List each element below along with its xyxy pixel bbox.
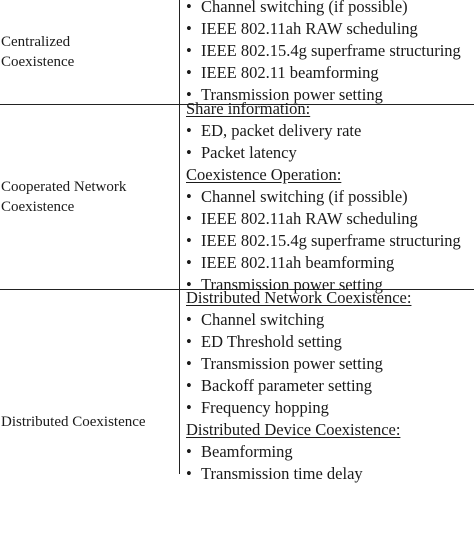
list-item: • ED, packet delivery rate <box>186 120 361 142</box>
row-label-line: Centralized <box>1 34 71 50</box>
list-item: • Frequency hopping <box>186 397 329 419</box>
list-item-text: Beamforming <box>201 442 293 461</box>
list-item: • Beamforming <box>186 441 293 463</box>
list-item-text: IEEE 802.15.4g superframe structuring <box>201 231 461 250</box>
bullet-icon: • <box>186 143 192 162</box>
list-item: • Channel switching <box>186 309 324 331</box>
section-heading: Coexistence Operation: <box>186 164 341 186</box>
row-label-cooperated: Cooperated Network Coexistence <box>0 105 178 289</box>
section-heading-text: Coexistence Operation: <box>186 165 342 184</box>
row-divider <box>0 104 474 105</box>
list-item-text: IEEE 802.11 beamforming <box>201 63 379 82</box>
bullet-icon: • <box>186 19 192 38</box>
list-item: • Backoff parameter setting <box>186 375 372 397</box>
bullet-icon: • <box>186 464 192 483</box>
row-label-distributed: Distributed Coexistence <box>0 290 178 554</box>
list-item: • Transmission power setting <box>186 84 383 106</box>
section-heading-text: Distributed Device Coexistence: <box>186 420 401 439</box>
column-divider <box>179 0 180 474</box>
row-label-line: Coexistence <box>1 54 75 70</box>
row-label-line: Coexistence <box>1 199 75 215</box>
bullet-icon: • <box>186 442 192 461</box>
list-item-text: Packet latency <box>201 143 297 162</box>
row-label-line: Distributed Coexistence <box>1 414 146 430</box>
list-item: • IEEE 802.15.4g superframe structuring <box>186 230 461 252</box>
list-item-text: IEEE 802.15.4g superframe structuring <box>201 41 461 60</box>
list-item: • IEEE 802.11ah RAW scheduling <box>186 208 418 230</box>
list-item: • Channel switching (if possible) <box>186 0 408 18</box>
row-label-line: Cooperated Network <box>1 179 127 195</box>
bullet-icon: • <box>186 398 192 417</box>
list-item-text: Channel switching (if possible) <box>201 0 408 16</box>
list-item-text: Channel switching <box>201 310 325 329</box>
row-label-centralized: Centralized Coexistence <box>0 0 178 104</box>
list-item-text: Transmission power setting <box>201 354 383 373</box>
section-heading: Distributed Device Coexistence: <box>186 419 400 441</box>
bullet-icon: • <box>186 332 192 351</box>
list-item: • Transmission power setting <box>186 353 383 375</box>
list-item: • IEEE 802.11 beamforming <box>186 62 379 84</box>
section-heading-text: Share information: <box>186 99 311 118</box>
list-item-text: Channel switching (if possible) <box>201 187 408 206</box>
bullet-icon: • <box>186 41 192 60</box>
bullet-icon: • <box>186 310 192 329</box>
list-item: • Packet latency <box>186 142 297 164</box>
bullet-icon: • <box>186 231 192 250</box>
section-heading-text: Distributed Network Coexistence: <box>186 288 412 307</box>
list-item: • ED Threshold setting <box>186 331 342 353</box>
bullet-icon: • <box>186 354 192 373</box>
bullet-icon: • <box>186 63 192 82</box>
row-divider <box>0 289 474 290</box>
list-item: • IEEE 802.15.4g superframe structuring <box>186 40 461 62</box>
list-item: • IEEE 802.11ah beamforming <box>186 252 394 274</box>
bullet-icon: • <box>186 209 192 228</box>
bullet-icon: • <box>186 187 192 206</box>
list-item-text: IEEE 802.11ah beamforming <box>201 253 395 272</box>
bullet-icon: • <box>186 121 192 140</box>
bullet-icon: • <box>186 376 192 395</box>
coexistence-table: Centralized Coexistence • Channel switchi… <box>0 0 474 483</box>
list-item: • IEEE 802.11ah RAW scheduling <box>186 18 418 40</box>
bullet-icon: • <box>186 275 192 294</box>
list-item-text: ED Threshold setting <box>201 332 342 351</box>
list-item: • Channel switching (if possible) <box>186 186 408 208</box>
bullet-icon: • <box>186 0 192 16</box>
list-item-text: ED, packet delivery rate <box>201 121 362 140</box>
list-item-text: IEEE 802.11ah RAW scheduling <box>201 19 418 38</box>
list-item-text: Frequency hopping <box>201 398 329 417</box>
bullet-icon: • <box>186 85 192 104</box>
bullet-icon: • <box>186 253 192 272</box>
list-item: •Transmission time delay <box>186 463 363 485</box>
list-item-text: IEEE 802.11ah RAW scheduling <box>201 209 418 228</box>
section-heading: Share information: <box>186 98 310 120</box>
list-item-text: Backoff parameter setting <box>201 376 373 395</box>
section-heading: Distributed Network Coexistence: <box>186 287 411 309</box>
list-item-text: Transmission power setting <box>201 85 383 104</box>
